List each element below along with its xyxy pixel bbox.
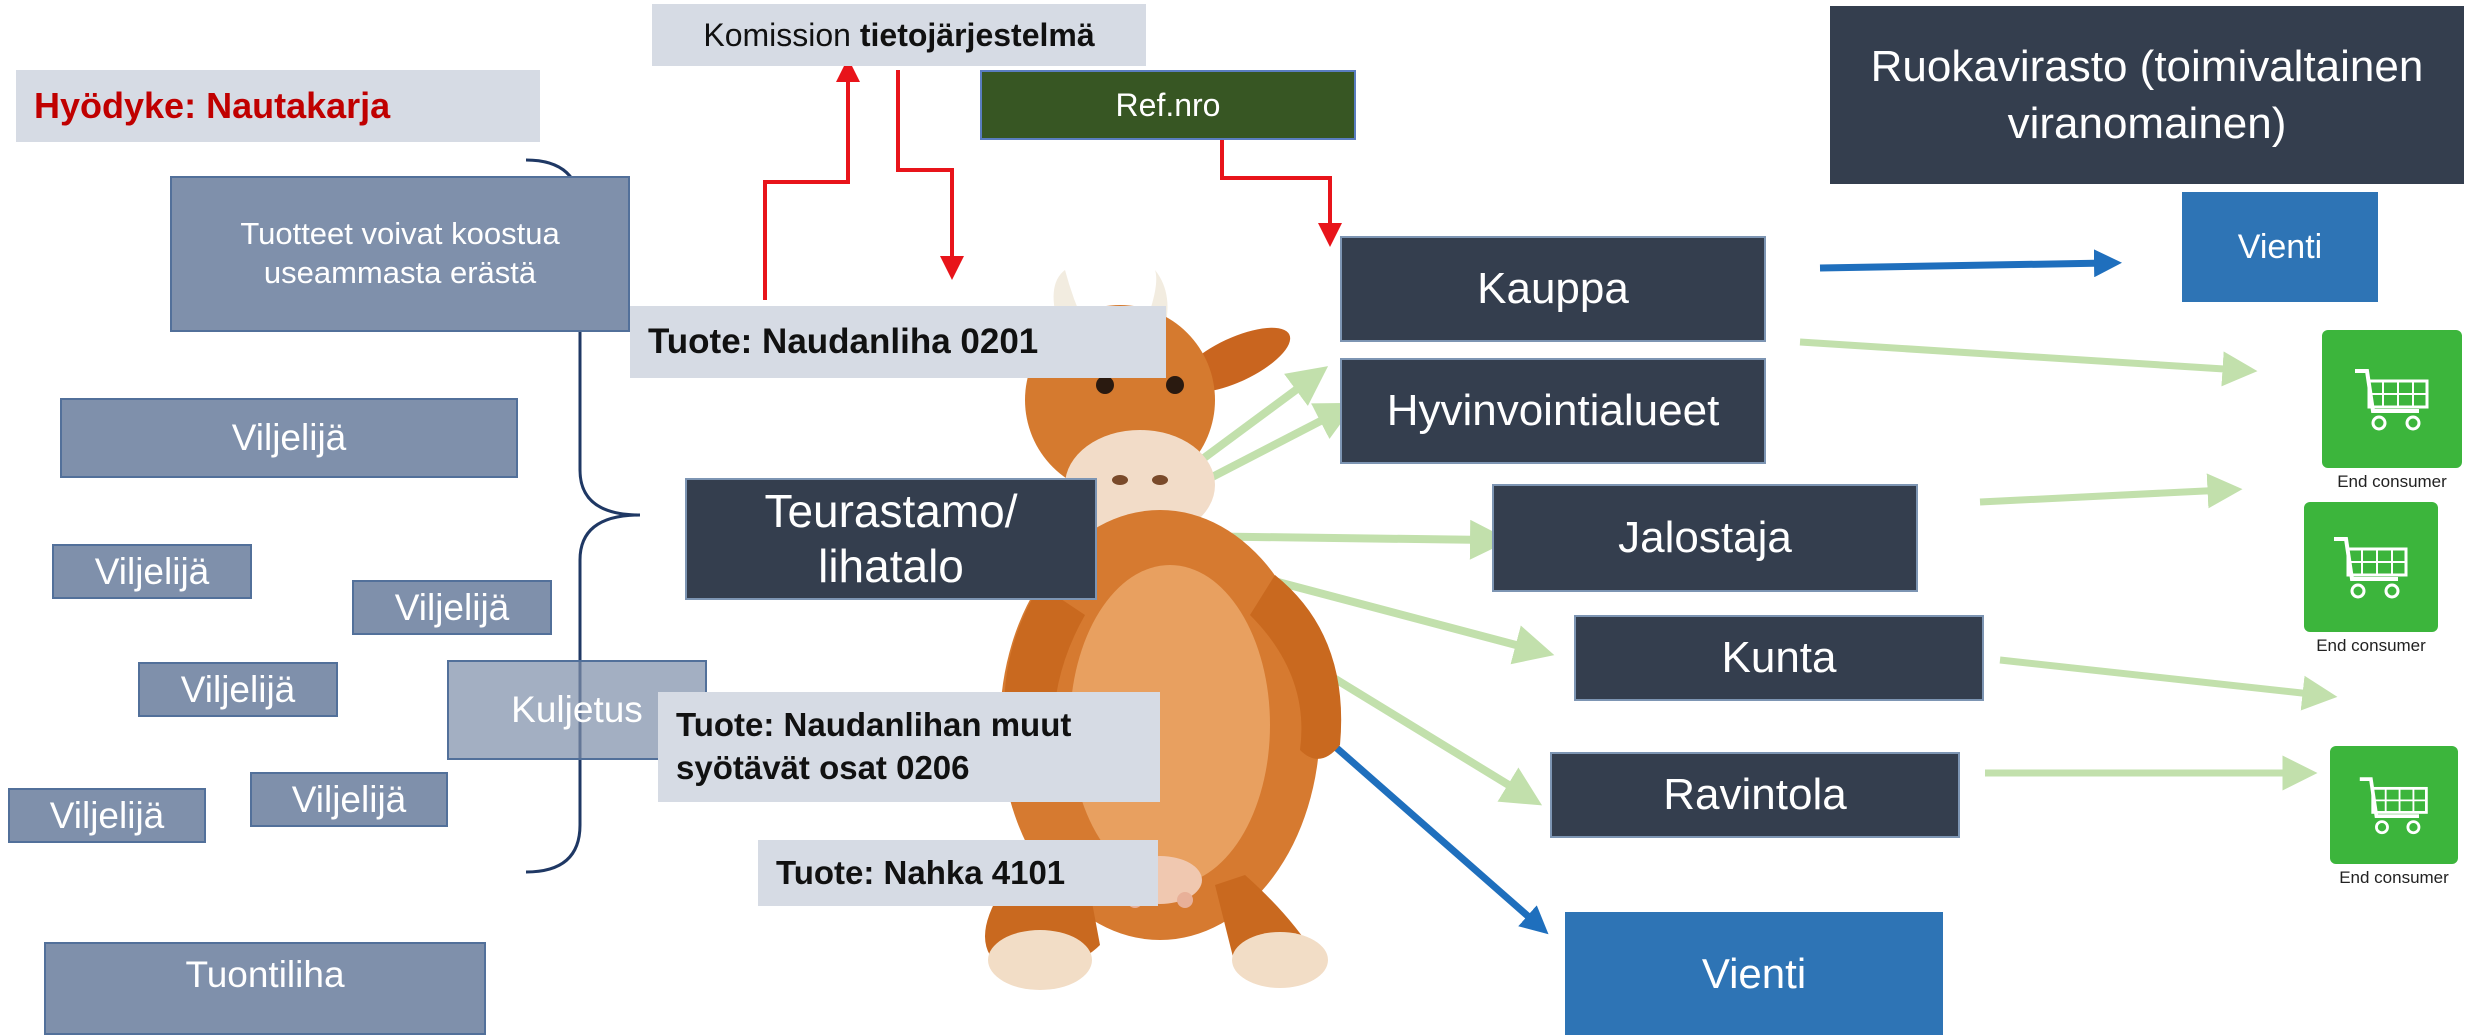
export-top-label: Vienti — [2237, 227, 2323, 266]
commission-plain-text: Komission — [703, 16, 851, 53]
farmer-label: Viljelijä — [231, 417, 347, 458]
end-consumer-tile: End consumer — [2322, 330, 2462, 492]
farmer-label: Viljelijä — [291, 778, 407, 820]
farmer-box: Viljelijä — [250, 772, 448, 827]
shopping-cart-icon — [2322, 330, 2462, 468]
arrow-beef-to-commission — [763, 58, 860, 300]
ref-number-label: Ref.nro — [1115, 86, 1221, 123]
trade-box: Kauppa — [1340, 236, 1766, 342]
farmer-box: Viljelijä — [138, 662, 338, 717]
commodity-label: Hyödyke: Nautakarja — [16, 70, 540, 142]
flow-trade-to-consumer — [1799, 338, 2258, 387]
product-beef-label: Tuote: Naudanliha 0201 — [648, 322, 1039, 361]
authority-box: Ruokavirasto (toimivaltainen viranomaine… — [1830, 6, 2464, 184]
flow-municipality-to-consumer — [1999, 656, 2338, 711]
end-consumer-tile: End consumer — [2304, 502, 2438, 656]
export-arrow-top — [1819, 249, 2122, 278]
product-hide-label: Tuote: Nahka 4101 — [776, 854, 1066, 891]
farmer-box: Viljelijä — [52, 544, 252, 599]
municipality-box: Kunta — [1574, 615, 1984, 701]
product-hide-box: Tuote: Nahka 4101 — [758, 840, 1158, 906]
farmer-box: Viljelijä — [352, 580, 552, 635]
farmer-label: Viljelijä — [180, 668, 296, 710]
commission-bold-text: tietojärjestelmä — [859, 16, 1095, 53]
processor-label: Jalostaja — [1618, 513, 1792, 562]
import-meat-box: Tuontiliha — [44, 942, 486, 1035]
product-beef-box: Tuote: Naudanliha 0201 — [630, 306, 1166, 378]
export-bottom-box: Vienti — [1565, 912, 1943, 1035]
farmer-label: Viljelijä — [394, 586, 510, 628]
authority-label: Ruokavirasto (toimivaltainen viranomaine… — [1870, 41, 2424, 148]
restaurant-label: Ravintola — [1663, 770, 1847, 819]
shopping-cart-icon — [2304, 502, 2438, 632]
processor-box: Jalostaja — [1492, 484, 1918, 592]
import-meat-label: Tuontiliha — [185, 954, 345, 995]
farmer-label: Viljelijä — [94, 550, 210, 592]
ref-number-box: Ref.nro — [980, 70, 1356, 140]
farmer-box: Viljelijä — [8, 788, 206, 843]
end-consumer-label: End consumer — [2316, 636, 2426, 655]
export-top-box: Vienti — [2182, 192, 2378, 302]
farmer-box: Viljelijä — [60, 398, 518, 478]
farmer-label: Viljelijä — [49, 794, 165, 836]
welfare-areas-label: Hyvinvointialueet — [1386, 386, 1720, 435]
lots-note-box: Tuotteet voivat koostua useammasta eräst… — [170, 176, 630, 332]
trade-label: Kauppa — [1477, 264, 1629, 313]
flow-processor-to-consumer — [1979, 473, 2243, 509]
export-bottom-label: Vienti — [1701, 949, 1807, 997]
shopping-cart-icon — [2330, 746, 2458, 864]
end-consumer-tile: End consumer — [2330, 746, 2458, 888]
arrow-ref-to-trade — [1220, 116, 1342, 247]
commodity-prefix: Hyödyke: — [34, 85, 197, 126]
municipality-label: Kunta — [1721, 633, 1837, 682]
product-offal-label: Tuote: Naudanlihan muut syötävät osat 02… — [676, 706, 1072, 786]
end-consumer-label: End consumer — [2337, 472, 2447, 491]
cow-image — [985, 270, 1342, 990]
commission-system-box: Komission tietojärjestelmä — [652, 4, 1146, 66]
lots-note-text: Tuotteet voivat koostua useammasta eräst… — [240, 216, 560, 290]
welfare-areas-box: Hyvinvointialueet — [1340, 358, 1766, 464]
transport-label: Kuljetus — [511, 689, 643, 730]
commodity-name: Nautakarja — [206, 85, 391, 126]
end-consumer-label: End consumer — [2339, 868, 2449, 887]
restaurant-box: Ravintola — [1550, 752, 1960, 838]
slaughterhouse-label: Teurastamo/ lihatalo — [764, 484, 1018, 592]
product-offal-box: Tuote: Naudanlihan muut syötävät osat 02… — [658, 692, 1160, 802]
slaughterhouse-box: Teurastamo/ lihatalo — [685, 478, 1097, 600]
arrow-commission-to-beef — [896, 70, 964, 280]
